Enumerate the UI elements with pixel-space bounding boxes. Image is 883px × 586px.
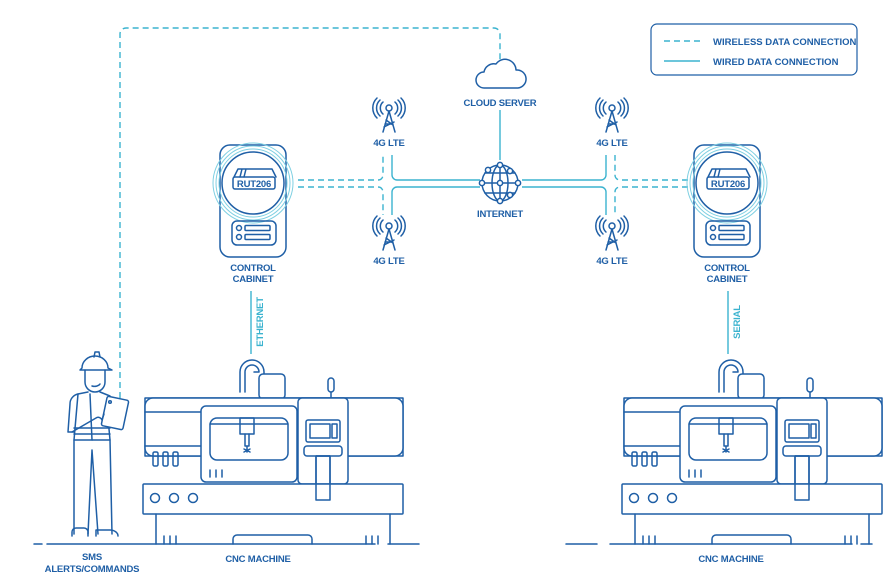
control-cabinet-right: RUT206 CONTROL CABINET: [686, 142, 768, 285]
cell-tower-bottom-right: 4G LTE: [595, 215, 629, 267]
cabinet-label-line1: CONTROL: [230, 263, 276, 274]
cell-tower-icon: [595, 97, 629, 133]
cnc-machine-icon: [621, 359, 883, 545]
cell-tower-icon: [372, 215, 406, 251]
legend: WIRELESS DATA CONNECTION WIRED DATA CONN…: [650, 23, 858, 76]
cell-tower-icon: [372, 97, 406, 133]
cnc-machine-icon: [142, 359, 404, 545]
worker-with-tablet-icon: [67, 351, 130, 537]
cnc-machine-left: CNC MACHINE: [142, 359, 404, 565]
cabinet-label-line2: CABINET: [233, 274, 274, 285]
cell-tower-icon: [595, 215, 629, 251]
control-cabinet-icon: [212, 142, 294, 258]
cnc-machine-label: CNC MACHINE: [225, 554, 290, 565]
cell-tower-top-right: 4G LTE: [595, 97, 629, 149]
wireless-link-cabinet-left: [298, 155, 384, 215]
worker-label-line1: SMS: [82, 552, 102, 563]
legend-box: [650, 23, 858, 76]
internet-node: INTERNET: [477, 161, 524, 220]
cnc-machine-right: CNC MACHINE: [621, 359, 883, 565]
cnc-machine-label: CNC MACHINE: [698, 554, 763, 565]
router-model-label: RUT206: [711, 179, 745, 190]
worker-label-line2: ALERTS/COMMANDS: [45, 564, 140, 575]
legend-wired-label: WIRED DATA CONNECTION: [713, 57, 839, 68]
tower-label: 4G LTE: [373, 138, 404, 149]
cell-tower-top-left: 4G LTE: [372, 97, 406, 149]
wired-link-internet-left: [391, 155, 480, 215]
router-model-label: RUT206: [237, 179, 271, 190]
cloud-icon: [475, 58, 527, 89]
cloud-server-label: CLOUD SERVER: [464, 98, 537, 109]
control-cabinet-left: RUT206 CONTROL CABINET: [212, 142, 294, 285]
worker-node: SMS ALERTS/COMMANDS: [45, 351, 140, 575]
ethernet-label: ETHERNET: [255, 297, 266, 347]
cloud-server-node: CLOUD SERVER: [464, 58, 537, 109]
tower-label: 4G LTE: [373, 256, 404, 267]
legend-wireless-label: WIRELESS DATA CONNECTION: [713, 37, 857, 48]
cabinet-label-line1: CONTROL: [704, 263, 750, 274]
wireless-link-cabinet-right: [614, 155, 688, 215]
tower-label: 4G LTE: [596, 256, 627, 267]
wired-link-internet-right: [522, 155, 607, 215]
control-cabinet-icon: [686, 142, 768, 258]
globe-network-icon: [478, 161, 522, 205]
tower-label: 4G LTE: [596, 138, 627, 149]
cabinet-label-line2: CABINET: [707, 274, 748, 285]
cell-tower-bottom-left: 4G LTE: [372, 215, 406, 267]
serial-label: SERIAL: [732, 305, 743, 339]
wireless-link-worker-cloud: [119, 27, 501, 398]
internet-label: INTERNET: [477, 209, 523, 220]
